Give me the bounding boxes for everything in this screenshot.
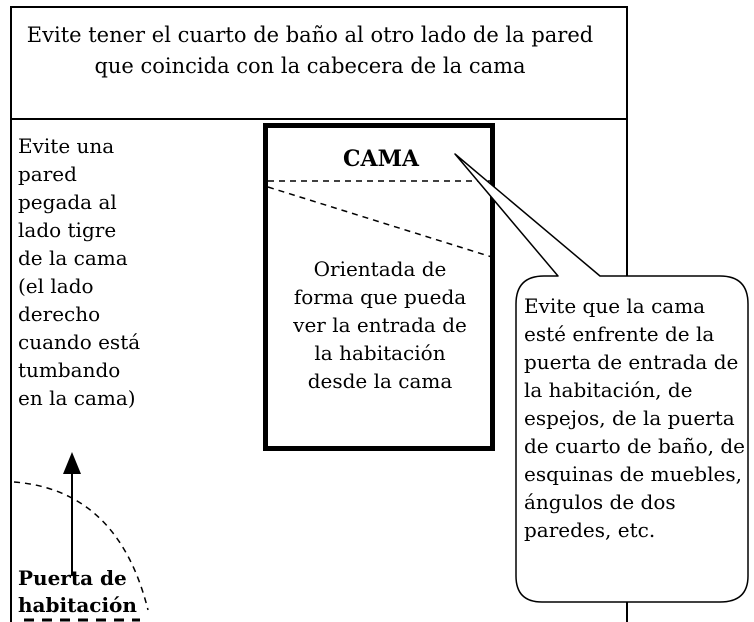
bed-description-line: la habitación bbox=[314, 341, 446, 365]
callout-line: esquinas de muebles, bbox=[524, 462, 742, 486]
door-swing-arc bbox=[13, 481, 149, 611]
bed-dashed-line-2 bbox=[267, 186, 496, 259]
bed-title: CAMA bbox=[342, 146, 419, 172]
left-note-line: en la cama) bbox=[18, 386, 136, 410]
left-note-line: Evite una bbox=[18, 134, 115, 158]
callout-text: Evite que la cama esté enfrente de la pu… bbox=[524, 292, 750, 544]
callout-line: puerta de entrada de bbox=[524, 350, 739, 374]
room-right-wall-lower bbox=[626, 600, 628, 622]
door-arrow-head bbox=[63, 452, 81, 474]
left-note-line: (el lado bbox=[18, 274, 94, 298]
top-note-line-1: Evite tener el cuarto de baño al otro la… bbox=[26, 23, 594, 47]
door-label: Puerta de habitación bbox=[18, 565, 137, 619]
callout-line: ángulos de dos bbox=[524, 490, 676, 514]
callout-line: espejos, de la puerta bbox=[524, 406, 735, 430]
room-right-wall bbox=[626, 120, 628, 290]
left-note-line: de la cama bbox=[18, 246, 128, 270]
left-wall-note: Evite una pared pegada al lado tigre de … bbox=[18, 132, 168, 412]
bed-description-line: forma que pueda bbox=[293, 285, 467, 309]
callout-line: esté enfrente de la bbox=[524, 322, 715, 346]
callout-line: la habitación, de bbox=[524, 378, 693, 402]
room-left-wall bbox=[10, 120, 12, 622]
top-note-text: Evite tener el cuarto de baño al otro la… bbox=[10, 20, 610, 82]
top-note-line-2: que coincida con la cabecera de la cama bbox=[94, 54, 526, 78]
bed-description-line: Orientada de bbox=[313, 257, 447, 281]
left-note-line: derecho bbox=[18, 302, 101, 326]
bed-box bbox=[263, 123, 495, 451]
door-label-line-2: habitación bbox=[18, 593, 137, 617]
bed-description: Orientada de forma que pueda ver la entr… bbox=[282, 255, 478, 395]
left-note-line: tumbando bbox=[18, 358, 121, 382]
left-note-line: lado tigre bbox=[18, 218, 117, 242]
bed-description-line: ver la entrada de bbox=[293, 313, 467, 337]
callout-line: Evite que la cama bbox=[524, 294, 706, 318]
left-note-line: pegada al bbox=[18, 190, 117, 214]
bed-description-line: desde la cama bbox=[307, 369, 453, 393]
door-label-line-1: Puerta de bbox=[18, 566, 127, 590]
callout-line: paredes, etc. bbox=[524, 518, 656, 542]
callout-line: de cuarto de baño, de bbox=[524, 434, 745, 458]
left-note-line: pared bbox=[18, 162, 77, 186]
top-note-box bbox=[10, 6, 628, 120]
speech-bubble bbox=[454, 153, 749, 603]
left-note-line: cuando está bbox=[18, 330, 141, 354]
